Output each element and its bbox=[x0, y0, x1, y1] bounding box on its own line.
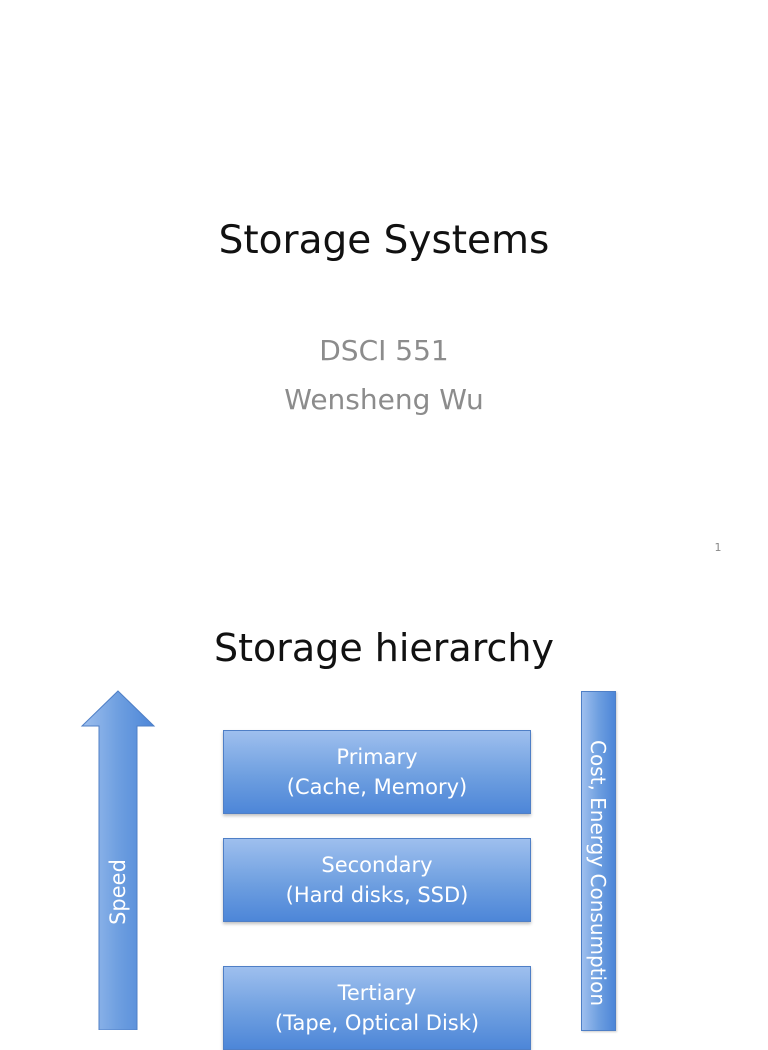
tier-detail: (Hard disks, SSD) bbox=[285, 883, 469, 907]
tier-name: Primary bbox=[336, 745, 418, 769]
tier-secondary-box: Secondary (Hard disks, SSD) bbox=[223, 838, 531, 922]
course-code: DSCI 551 bbox=[319, 334, 449, 367]
tier-name: Secondary bbox=[321, 853, 433, 877]
storage-hierarchy-slide: Storage hierarchy Speed Cost, Energy Con… bbox=[0, 576, 768, 1050]
tier-detail: (Cache, Memory) bbox=[286, 775, 468, 799]
slide-title: Storage Systems bbox=[218, 218, 550, 263]
cost-energy-label: Cost, Energy Consumption bbox=[586, 739, 610, 1007]
tier-tertiary-box: Tertiary (Tape, Optical Disk) bbox=[223, 966, 531, 1050]
tier-detail: (Tape, Optical Disk) bbox=[274, 1011, 480, 1035]
cost-bar bbox=[581, 691, 616, 1031]
page-number: 1 bbox=[714, 541, 722, 554]
tier-primary-box: Primary (Cache, Memory) bbox=[223, 730, 531, 814]
slide-title: Storage hierarchy bbox=[214, 626, 554, 670]
speed-label: Speed bbox=[106, 859, 130, 925]
author-name: Wensheng Wu bbox=[284, 383, 484, 416]
tier-name: Tertiary bbox=[337, 981, 417, 1005]
speed-arrow-icon bbox=[80, 690, 156, 1030]
title-slide: Storage Systems DSCI 551 Wensheng Wu 1 bbox=[218, 218, 722, 554]
